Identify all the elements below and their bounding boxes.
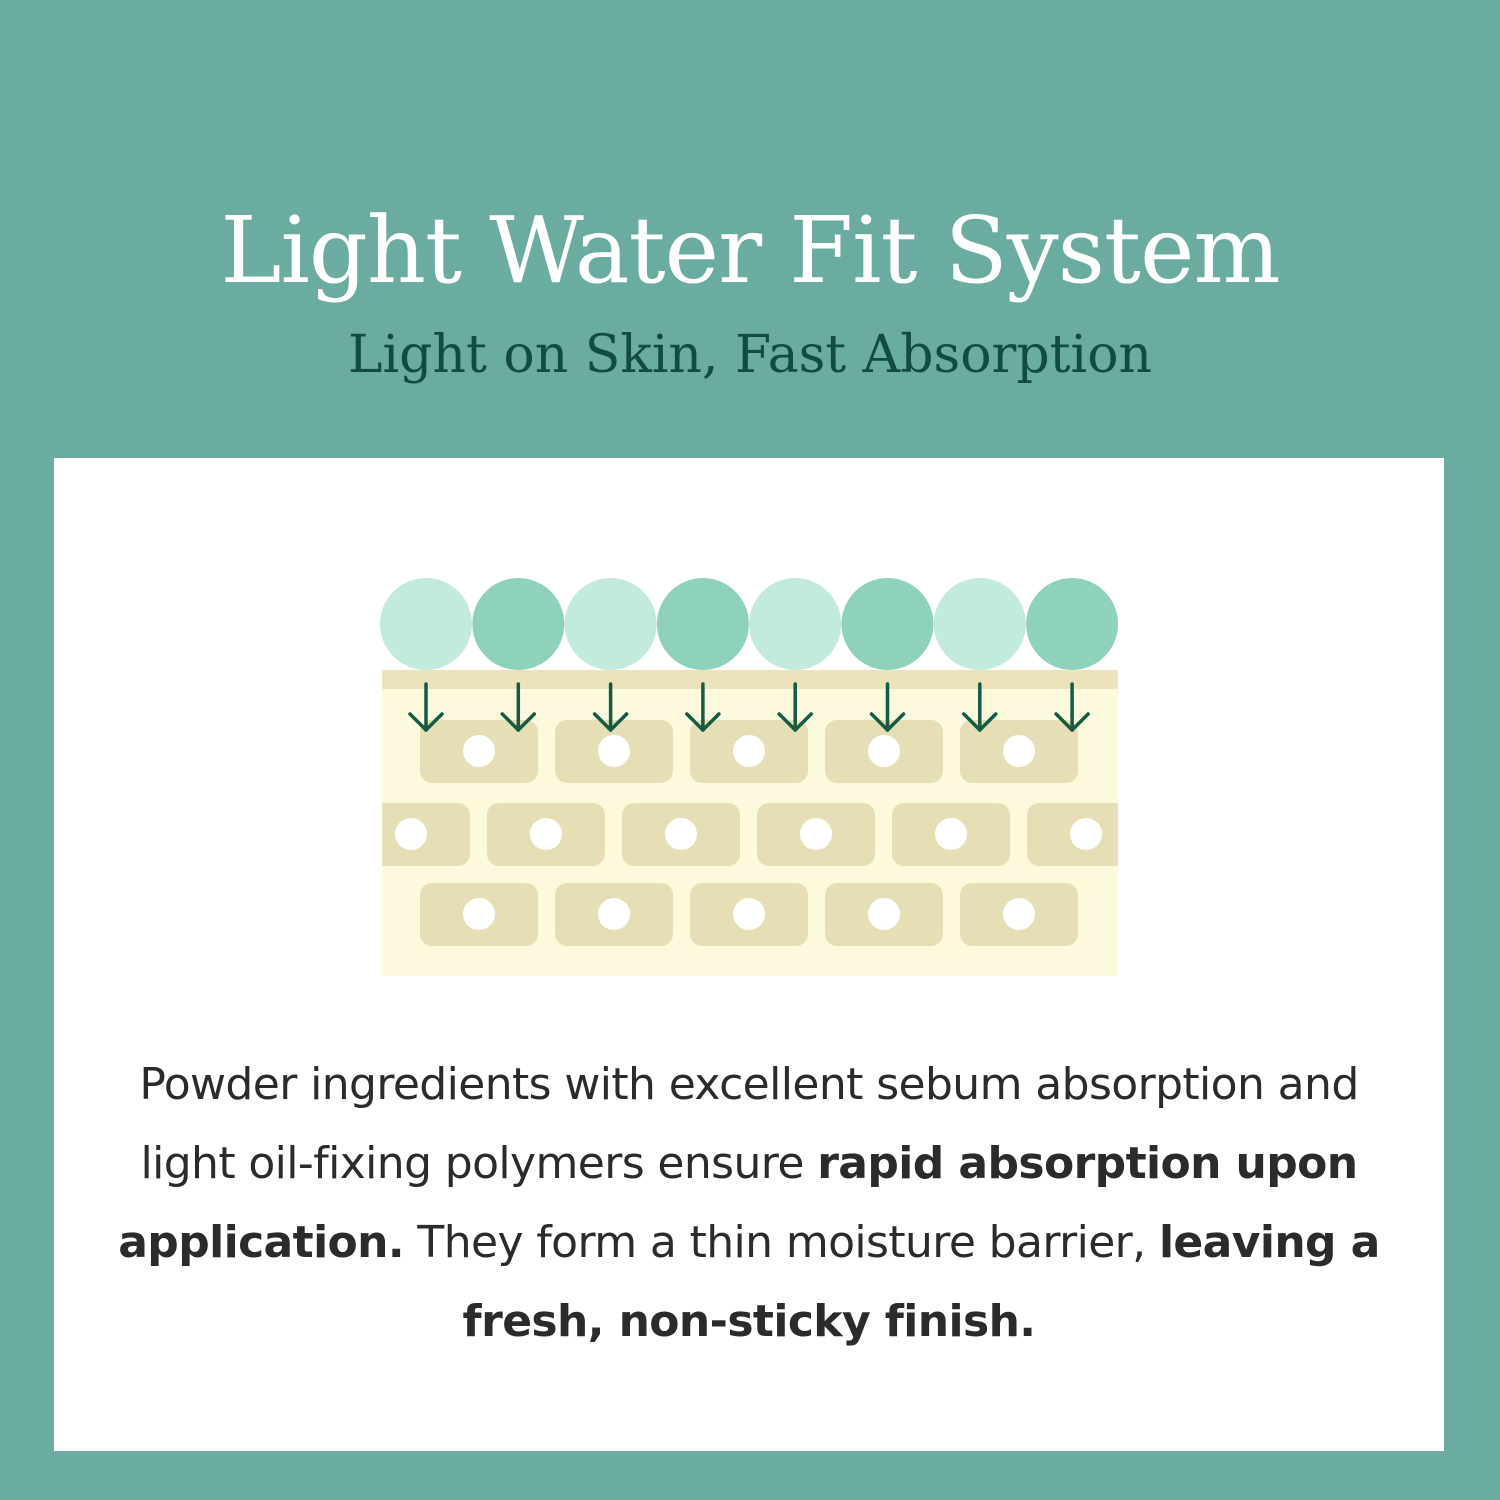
content-panel: Powder ingredients with excellent sebum … bbox=[54, 458, 1444, 1451]
arrow-down-icon bbox=[869, 682, 906, 732]
description-part-2: They form a thin moisture barrier, bbox=[404, 1217, 1159, 1268]
cell-nucleus bbox=[868, 735, 900, 767]
header: Light Water Fit System Light on Skin, Fa… bbox=[0, 0, 1500, 458]
skin-absorption-diagram bbox=[380, 578, 1119, 976]
water-particle bbox=[1026, 578, 1119, 670]
cell-nucleus bbox=[935, 818, 967, 850]
cell-nucleus bbox=[395, 818, 427, 850]
cell-nucleus bbox=[598, 735, 630, 767]
cell-nucleus bbox=[733, 735, 765, 767]
arrow-down-icon bbox=[500, 682, 537, 732]
water-particles bbox=[380, 578, 1119, 670]
cell-nucleus bbox=[598, 898, 630, 930]
cell-nucleus bbox=[733, 898, 765, 930]
arrow-down-icon bbox=[408, 682, 444, 732]
arrow-down-icon bbox=[592, 682, 629, 732]
water-particle bbox=[380, 578, 472, 670]
description-part-1: Powder ingredients with excellent sebum … bbox=[139, 1059, 1359, 1189]
description-highlight-2: leaving a fresh, non-sticky finish. bbox=[462, 1217, 1381, 1347]
arrow-down-icon bbox=[685, 682, 721, 732]
skin-surface bbox=[382, 670, 1118, 689]
page-title: Light Water Fit System bbox=[220, 197, 1280, 304]
water-particle bbox=[656, 578, 749, 670]
description-highlight-1: rapid absorption upon application. bbox=[118, 1138, 1358, 1268]
skin-cells bbox=[382, 720, 1118, 946]
description-text: Powder ingredients with excellent sebum … bbox=[114, 1045, 1384, 1361]
cell-nucleus bbox=[1070, 818, 1102, 850]
absorption-arrows bbox=[408, 682, 1090, 732]
water-particle bbox=[472, 578, 565, 670]
page-subtitle: Light on Skin, Fast Absorption bbox=[348, 325, 1152, 385]
cell-nucleus bbox=[463, 735, 495, 767]
cell-nucleus bbox=[665, 818, 697, 850]
water-particle bbox=[564, 578, 657, 670]
cell-nucleus bbox=[1003, 898, 1035, 930]
cell-nucleus bbox=[463, 898, 495, 930]
arrow-down-icon bbox=[777, 682, 813, 732]
water-particle bbox=[933, 578, 1026, 670]
water-particle bbox=[749, 578, 842, 670]
cell-nucleus bbox=[800, 818, 832, 850]
arrow-down-icon bbox=[1054, 682, 1090, 732]
cell-nucleus bbox=[1003, 735, 1035, 767]
arrow-down-icon bbox=[962, 682, 998, 732]
cell-nucleus bbox=[868, 898, 900, 930]
water-particle bbox=[841, 578, 934, 670]
cell-nucleus bbox=[530, 818, 562, 850]
